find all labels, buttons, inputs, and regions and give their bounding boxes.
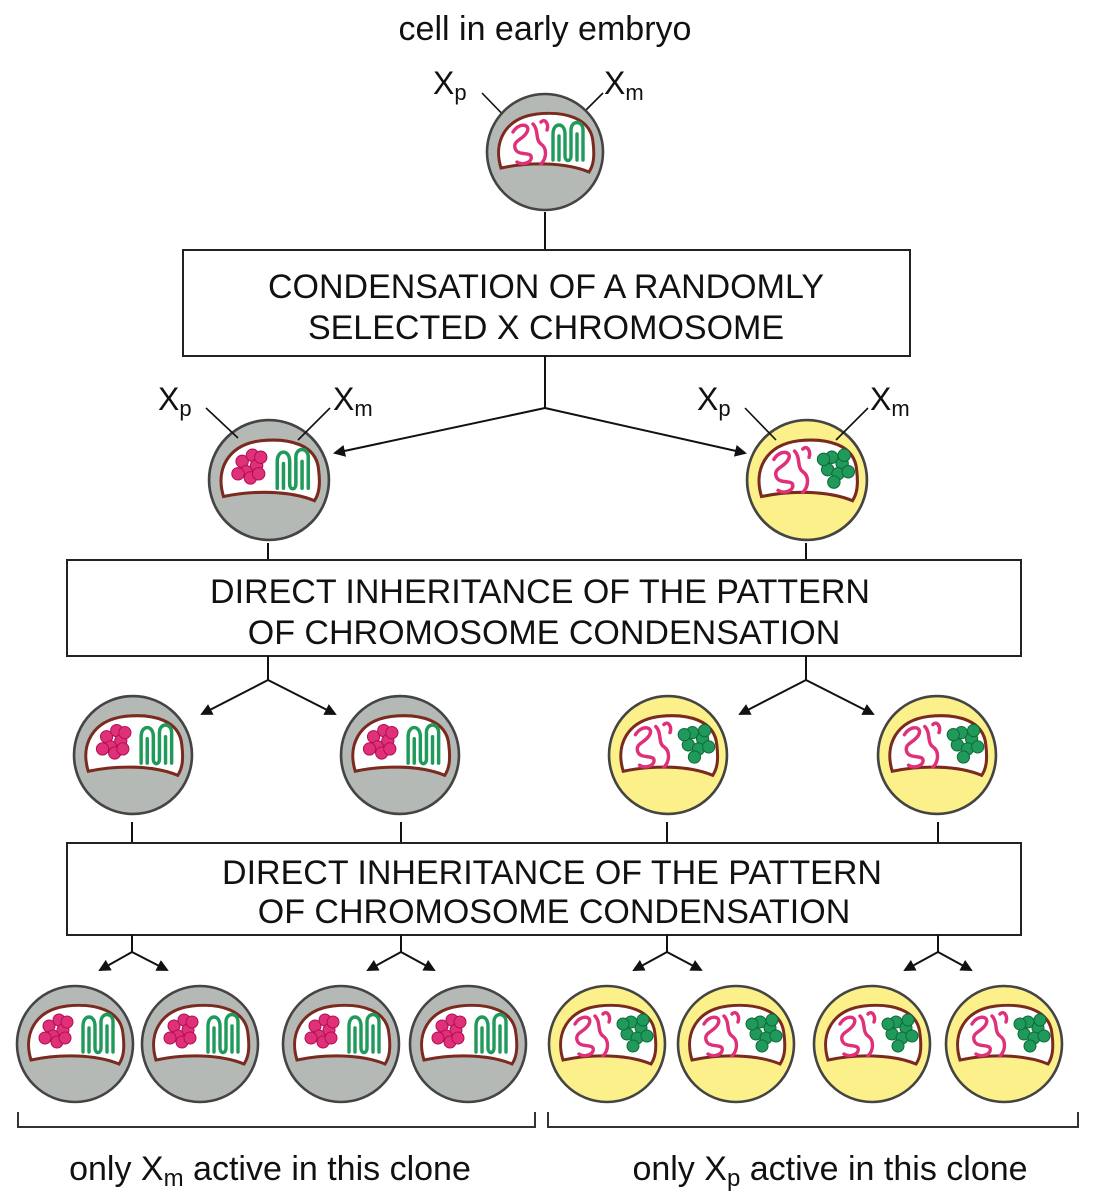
condensed-xp-chromosome: [163, 1013, 199, 1049]
box1-line1: CONDENSATION OF A RANDOMLY: [268, 268, 824, 306]
cells-layer: [15, 92, 1064, 1104]
active-xp-chromosome: [970, 1011, 1009, 1058]
active-xp-chromosome: [838, 1011, 877, 1058]
arrow-right: [544, 407, 747, 457]
xm-pointer: [297, 407, 331, 441]
inheritance-box-2: DIRECT INHERITANCE OF THE PATTERN OF CHR…: [66, 842, 1022, 936]
gray-cell: [207, 418, 331, 542]
active-xm-chromosome: [206, 1012, 240, 1055]
active-xm-chromosome: [347, 1012, 381, 1055]
condensed-xp-chromosome: [95, 723, 132, 760]
active-xm-chromosome: [81, 1012, 115, 1055]
xm-pointer: [835, 407, 869, 441]
condensed-xp-chromosome: [362, 723, 399, 760]
top-xp-label: Xp: [433, 65, 467, 105]
yellow-cell: [944, 984, 1064, 1104]
svg-text:Xm: Xm: [604, 65, 644, 105]
svg-text:Xp: Xp: [697, 381, 731, 421]
condensed-xm-chromosome: [881, 1013, 919, 1053]
title: cell in early embryo: [399, 10, 692, 48]
yellow-cell: [745, 418, 869, 542]
xp-pointer: [744, 407, 777, 441]
gray-cell: [339, 694, 461, 816]
connectors-to-box3: [131, 822, 939, 843]
yellow-cell: [676, 984, 796, 1104]
split-arrows-level3: [200, 656, 875, 715]
condensed-xm-chromosome: [816, 448, 856, 489]
condensation-box: CONDENSATION OF A RANDOMLY SELECTED X CH…: [182, 249, 911, 357]
svg-text:Xp: Xp: [433, 65, 467, 105]
box2-line1: DIRECT INHERITANCE OF THE PATTERN: [210, 573, 870, 611]
caption-xm-active: only Xm active in this clone: [69, 1150, 471, 1192]
condensed-xm-chromosome: [677, 723, 716, 764]
condensed-xm-chromosome: [616, 1013, 654, 1053]
split-arrows-level4: [98, 935, 973, 971]
box3-line2: OF CHROMOSOME CONDENSATION: [258, 893, 851, 931]
svg-text:only Xm active in this clone: only Xm active in this clone: [69, 1150, 471, 1192]
svg-text:Xp: Xp: [158, 381, 192, 421]
gray-cell: [408, 984, 528, 1104]
active-xp-chromosome: [633, 721, 673, 769]
top-xm-label: Xm: [604, 65, 644, 105]
right-xm-label: Xm: [870, 381, 910, 421]
yellow-cell: [547, 984, 667, 1104]
condensed-xm-chromosome: [1013, 1013, 1051, 1053]
gray-cell: [72, 694, 194, 816]
active-xp-chromosome: [511, 119, 550, 166]
active-xm-chromosome: [275, 447, 311, 491]
svg-text:only Xp active in this clone: only Xp active in this clone: [632, 1150, 1027, 1192]
active-xp-chromosome: [902, 721, 942, 769]
gray-cell: [281, 984, 401, 1104]
active-xm-chromosome: [406, 723, 441, 766]
yellow-cell: [607, 694, 729, 816]
condensed-xp-chromosome: [304, 1013, 340, 1049]
gray-cell: [15, 984, 135, 1104]
active-xp-chromosome: [772, 445, 812, 495]
condensed-xp-chromosome: [38, 1013, 74, 1049]
active-xm-chromosome: [551, 120, 585, 163]
condensed-xp-chromosome: [231, 448, 268, 485]
arrow-left: [333, 407, 546, 457]
box3-line1: DIRECT INHERITANCE OF THE PATTERN: [222, 854, 882, 892]
active-xm-chromosome: [139, 723, 174, 766]
yellow-cell: [876, 694, 998, 816]
box2-line2: OF CHROMOSOME CONDENSATION: [248, 614, 841, 652]
caption-xp-active: only Xp active in this clone: [632, 1150, 1027, 1192]
left-xm-label: Xm: [333, 381, 373, 421]
box1-line2: SELECTED X CHROMOSOME: [308, 309, 784, 347]
yellow-cell: [812, 984, 932, 1104]
active-xm-chromosome: [474, 1012, 508, 1055]
condensed-xm-chromosome: [946, 723, 985, 764]
svg-text:Xm: Xm: [333, 381, 373, 421]
gray-cell: [140, 984, 260, 1104]
active-xp-chromosome: [573, 1011, 612, 1058]
left-xp-label: Xp: [158, 381, 192, 421]
inheritance-box-1: DIRECT INHERITANCE OF THE PATTERN OF CHR…: [66, 559, 1022, 657]
right-xp-label: Xp: [697, 381, 731, 421]
embryo-cell: [485, 92, 605, 212]
clone-bracket-right: [547, 1112, 1079, 1128]
condensed-xm-chromosome: [745, 1013, 783, 1053]
xp-pointer: [205, 407, 239, 439]
condensed-xp-chromosome: [431, 1013, 467, 1049]
clone-bracket-left: [17, 1112, 536, 1128]
svg-text:Xm: Xm: [870, 381, 910, 421]
active-xp-chromosome: [702, 1011, 741, 1058]
